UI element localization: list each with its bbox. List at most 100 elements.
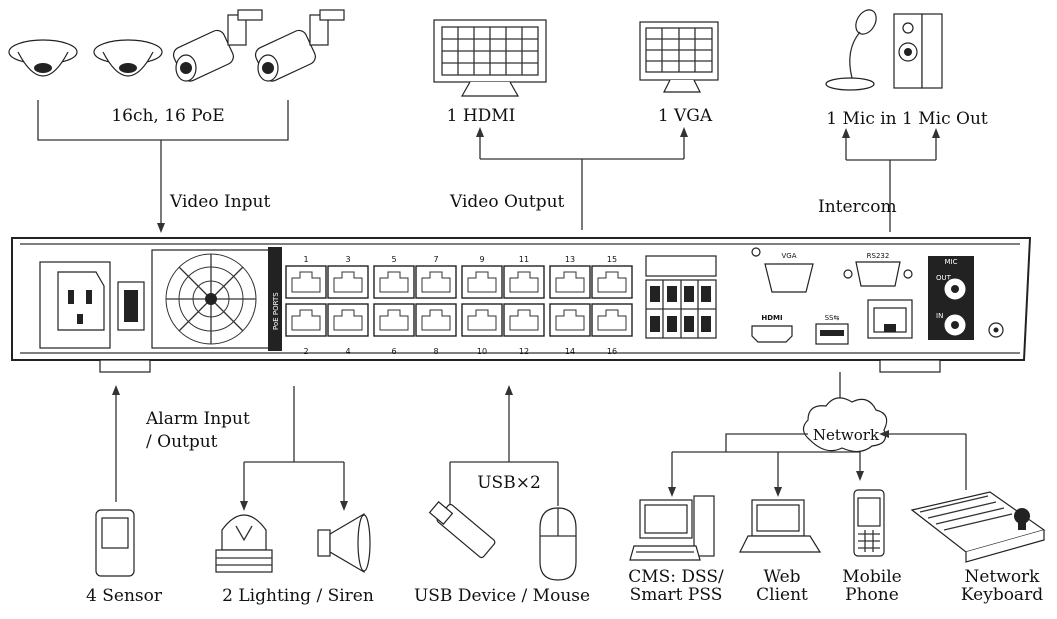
alarm-label-line2: / Output: [146, 432, 218, 452]
usb-stick-icon: [428, 501, 496, 559]
poe-port-15: [591, 265, 633, 299]
network-label: Network: [813, 426, 880, 444]
poe-port-1: [285, 265, 327, 299]
port-number: 7: [433, 255, 438, 264]
port-number: 4: [345, 347, 350, 356]
keyboard-label-line1: Network: [965, 567, 1041, 587]
cms-label-line2: Smart PSS: [630, 585, 723, 605]
monitor-icon: [433, 19, 547, 97]
dome-camera-icon: [8, 39, 78, 77]
cms-label-line1: CMS: DSS/: [628, 567, 724, 587]
poe-port-2: [285, 303, 327, 337]
rj45-jack: [555, 271, 585, 293]
svg-text:OUT: OUT: [936, 274, 952, 282]
usb-device-label: USB Device / Mouse: [414, 586, 590, 606]
poe-port-7: [415, 265, 457, 299]
port-number: 6: [391, 347, 396, 356]
lighting-label: 2 Lighting / Siren: [222, 586, 374, 606]
svg-text:VGA: VGA: [781, 252, 796, 260]
vga-out-label: 1 VGA: [658, 106, 713, 126]
alarm-label-line1: Alarm Input: [145, 409, 250, 429]
mobile-label-line2: Phone: [845, 585, 899, 605]
port-number: 8: [433, 347, 438, 356]
usb-port: SS⇆: [815, 314, 849, 345]
rj45-jack: [467, 271, 497, 293]
port-number: 12: [519, 347, 529, 356]
siren-icon: [317, 512, 371, 574]
svg-text:HDMI: HDMI: [761, 314, 782, 322]
rj45-jack: [597, 309, 627, 331]
port-number: 9: [479, 255, 484, 264]
rj45-jack: [597, 271, 627, 293]
sensor-label: 4 Sensor: [86, 586, 163, 606]
mic-ports: MIC OUT IN: [928, 256, 974, 340]
rj45-jack: [467, 309, 497, 331]
poe-port-6: [373, 303, 415, 337]
svg-text:RS232: RS232: [867, 252, 890, 260]
alarm-terminals: [645, 255, 717, 339]
rj45-jack: [379, 271, 409, 293]
rj45-jack: [421, 309, 451, 331]
bullet-camera-icon: [172, 9, 263, 82]
poe-port-4: [327, 303, 369, 337]
rj45-jack: [509, 271, 539, 293]
monitor-icon: [639, 21, 719, 93]
rj45-jack: [291, 271, 321, 293]
video-input-label: Video Input: [169, 192, 270, 212]
rj45-jack: [333, 309, 363, 331]
microphone-icon: [825, 9, 877, 91]
poe-port-13: [549, 265, 591, 299]
poe-port-8: [415, 303, 457, 337]
rj45-jack: [291, 309, 321, 331]
poe-port-10: [461, 303, 503, 337]
hdmi-label: 1 HDMI: [447, 106, 516, 126]
svg-text:MIC: MIC: [945, 258, 958, 266]
rj45-jack: [555, 309, 585, 331]
poe-port-5: [373, 265, 415, 299]
rj45-jack: [421, 271, 451, 293]
intercom-label: Intercom: [818, 197, 897, 217]
hdmi-port: HDMI: [751, 314, 793, 343]
poe-label: PoE PORTS: [272, 292, 280, 330]
laptop-icon: [739, 499, 822, 553]
mobile-phone-icon: [853, 489, 885, 557]
cameras-label: 16ch, 16 PoE: [111, 106, 224, 126]
alarm-light-icon: [215, 514, 273, 573]
port-number: 1: [303, 255, 308, 264]
port-number: 10: [477, 347, 487, 356]
bullet-camera-icon: [254, 9, 345, 82]
web-label-line1: Web: [763, 567, 800, 587]
keyboard-label-line2: Keyboard: [961, 585, 1043, 605]
speaker-icon: [893, 13, 943, 89]
rj45-jack: [379, 309, 409, 331]
port-number: 11: [519, 255, 529, 264]
power-socket: [39, 261, 145, 349]
mobile-label-line1: Mobile: [842, 567, 901, 587]
video-output-label: Video Output: [449, 192, 565, 212]
dome-camera-icon: [93, 39, 163, 77]
web-label-line2: Client: [756, 585, 808, 605]
cloud-icon: [802, 397, 888, 453]
ptz-keyboard-icon: [910, 491, 1046, 563]
rs232-port: RS232: [843, 252, 913, 287]
port-number: 2: [303, 347, 308, 356]
poe-port-12: [503, 303, 545, 337]
port-number: 5: [391, 255, 396, 264]
sensor-icon: [95, 509, 135, 577]
rj45-jack: [509, 309, 539, 331]
fan-grille: [151, 249, 271, 349]
port-number: 3: [345, 255, 350, 264]
poe-port-11: [503, 265, 545, 299]
ethernet-port: [867, 299, 913, 339]
poe-port-14: [549, 303, 591, 337]
desktop-pc-icon: [629, 495, 715, 561]
usb-x2-label: USB×2: [477, 473, 541, 493]
poe-port-9: [461, 265, 503, 299]
mouse-icon: [539, 507, 577, 581]
poe-port-16: [591, 303, 633, 337]
rj45-jack: [333, 271, 363, 293]
mic-label: 1 Mic in 1 Mic Out: [826, 109, 988, 129]
